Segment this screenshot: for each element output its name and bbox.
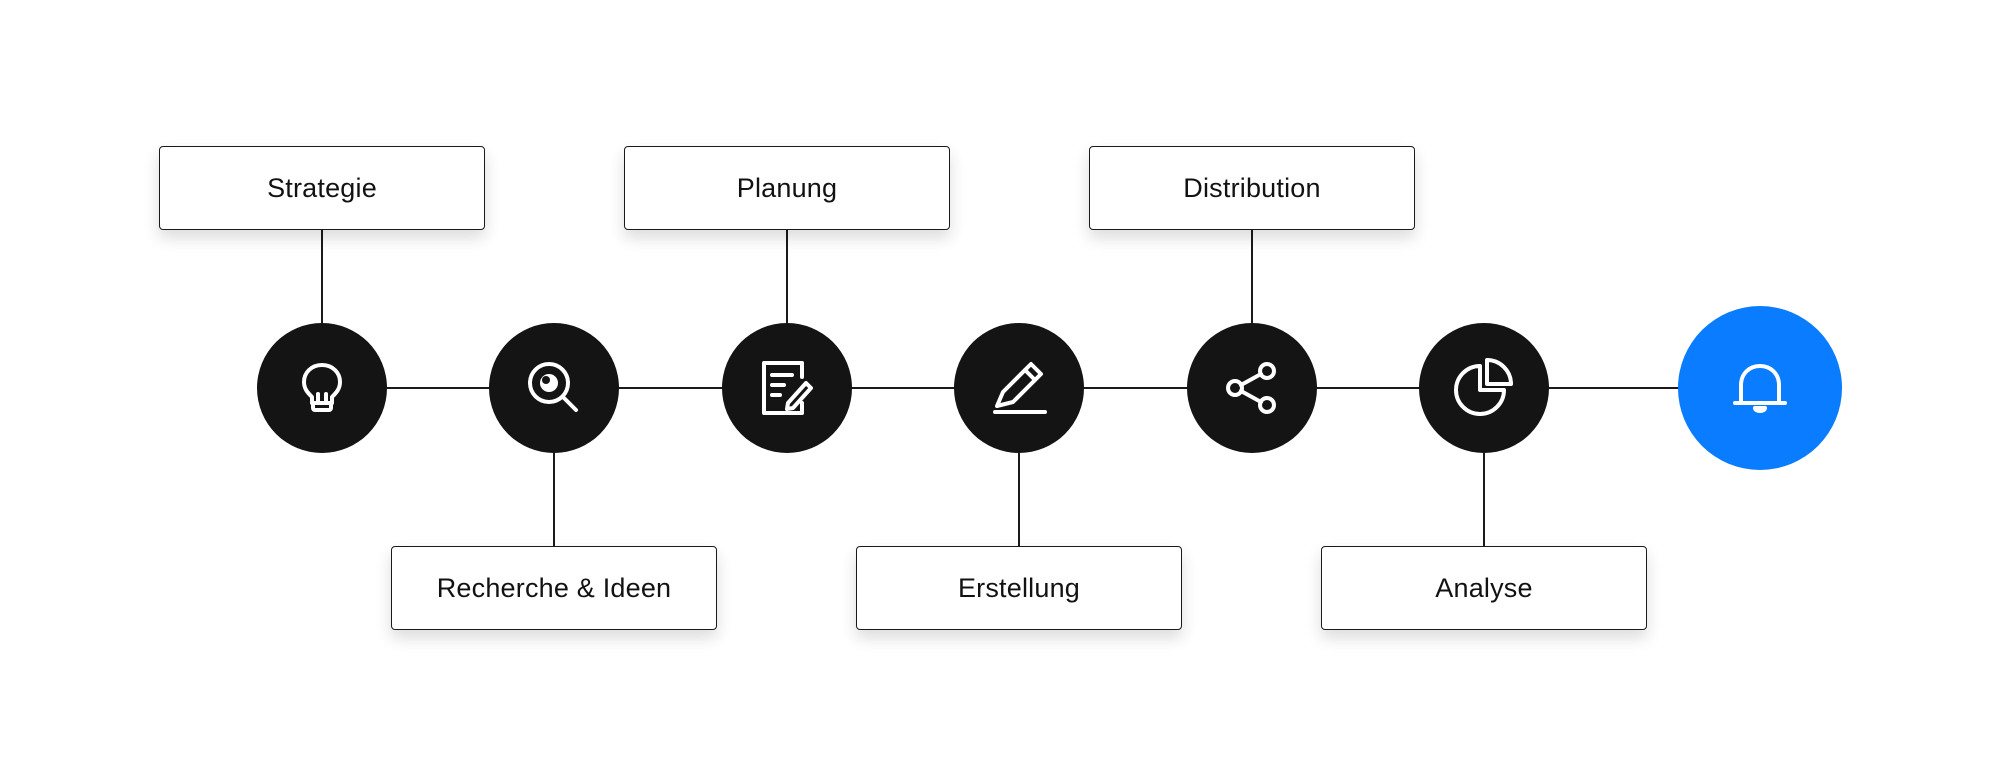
- step-label-analyse: Analyse: [1321, 546, 1647, 630]
- step-label-distribution: Distribution: [1089, 146, 1415, 230]
- step-node-planung: [722, 323, 852, 453]
- lightbulb-icon: [302, 363, 342, 412]
- step-node-erstellung: [954, 323, 1084, 453]
- step-label-erstellung: Erstellung: [856, 546, 1182, 630]
- step-label-planung: Planung: [624, 146, 950, 230]
- step-label-strategie: Strategie: [159, 146, 485, 230]
- pie-chart-icon: [1454, 358, 1513, 416]
- magnifier-icon: [528, 362, 578, 412]
- step-node-final: [1678, 306, 1842, 470]
- pencil-icon: [993, 362, 1047, 414]
- share-icon: [1226, 362, 1276, 414]
- bell-icon: [1733, 364, 1787, 413]
- step-node-distribution: [1187, 323, 1317, 453]
- step-node-analyse: [1419, 323, 1549, 453]
- step-node-strategie: [257, 323, 387, 453]
- step-label-recherche: Recherche & Ideen: [391, 546, 717, 630]
- step-node-recherche: [489, 323, 619, 453]
- document-edit-icon: [762, 361, 813, 415]
